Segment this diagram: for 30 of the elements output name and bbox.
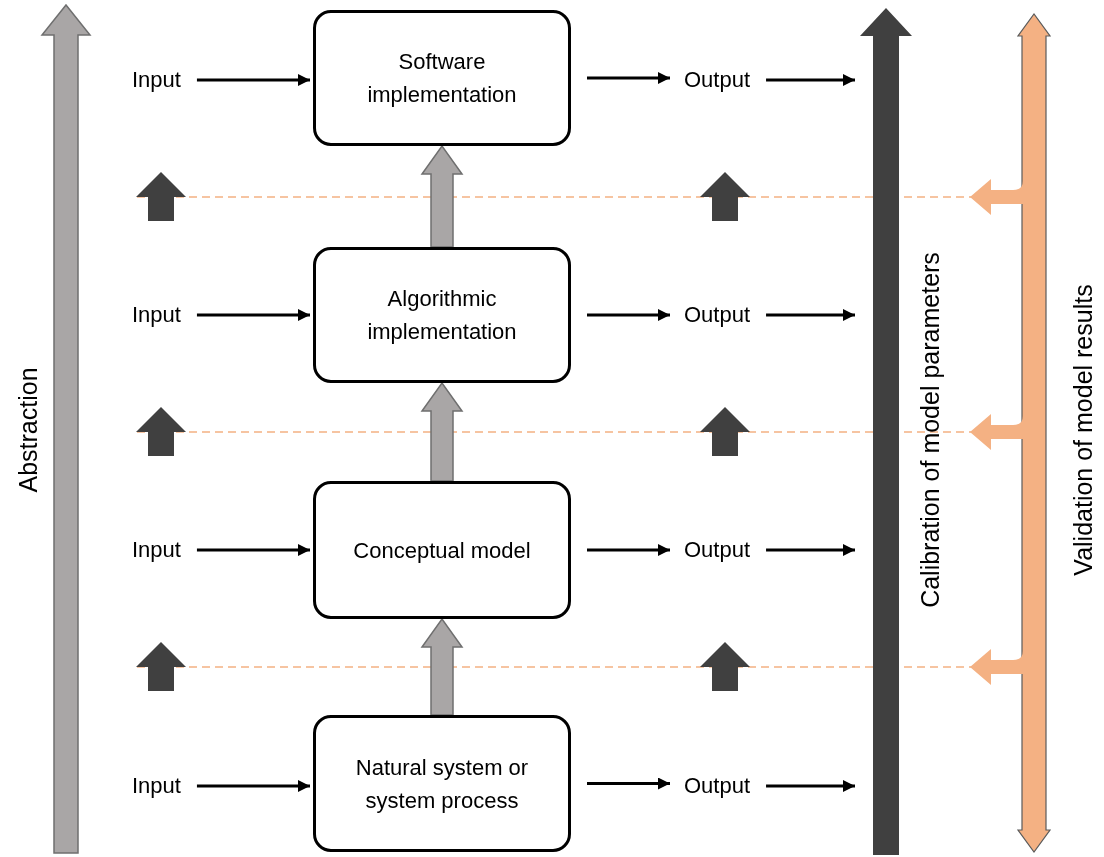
output-label: Output (684, 67, 751, 93)
input-label: Input (132, 67, 181, 93)
block-arrow (420, 381, 464, 482)
process-box: Natural system or system process (313, 715, 571, 852)
arrow (587, 777, 670, 790)
arrow (587, 544, 670, 556)
input-label: Input (132, 773, 181, 799)
process-box: Conceptual model (313, 481, 571, 619)
block-arrow (420, 617, 464, 716)
output-label: Output (684, 773, 751, 799)
arrow (766, 780, 855, 792)
block-arrow (420, 144, 464, 248)
input-label: Input (132, 537, 181, 563)
output-label: Output (684, 302, 751, 328)
arrow (196, 309, 310, 321)
arrow (587, 309, 670, 321)
axis-label: Validation of model results (1068, 284, 1098, 576)
arrow (766, 309, 855, 321)
axis-label: Calibration of model parameters (915, 252, 945, 608)
axis-label: Abstraction (13, 367, 43, 493)
process-box: Software implementation (313, 10, 571, 146)
arrow (196, 780, 310, 792)
arrow (196, 544, 310, 556)
process-box: Algorithmic implementation (313, 247, 571, 383)
input-label: Input (132, 302, 181, 328)
output-label: Output (684, 537, 751, 563)
arrow (196, 74, 310, 86)
arrow (766, 74, 855, 86)
arrow (587, 72, 670, 84)
arrow (766, 544, 855, 556)
